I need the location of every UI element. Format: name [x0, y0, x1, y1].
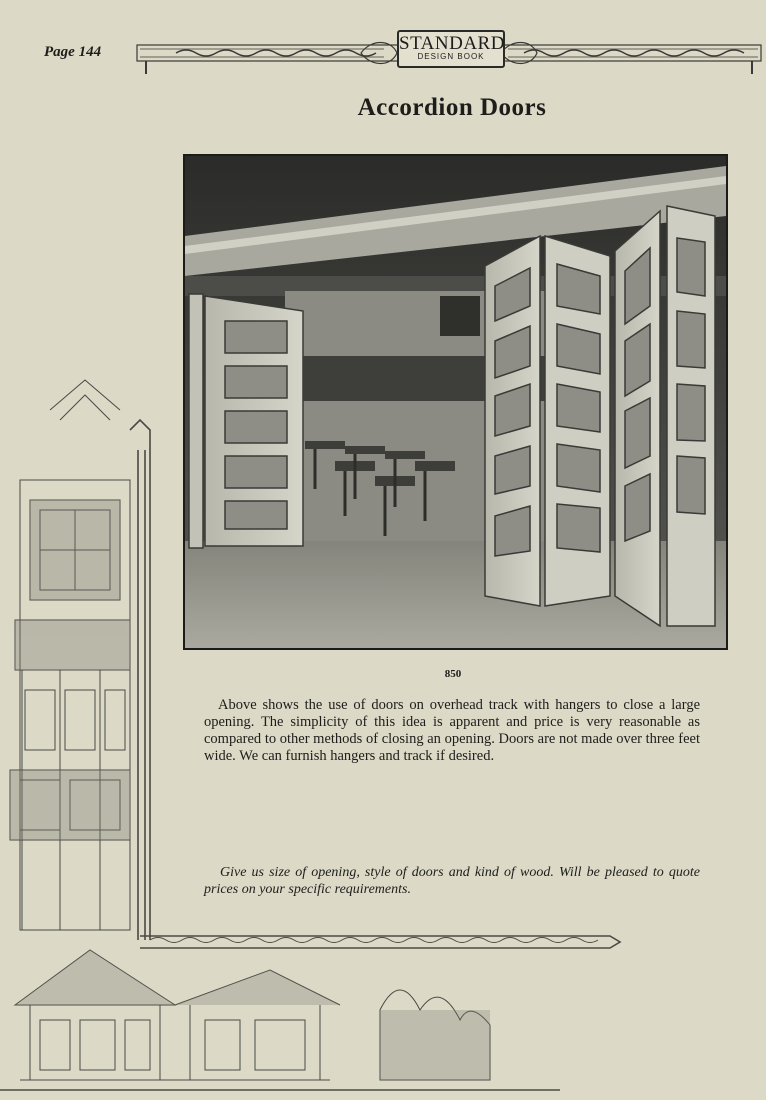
plate-number: 850 — [444, 668, 462, 680]
page-number: Page 144 — [44, 44, 102, 60]
logo-wordmark: STANDARD — [399, 33, 505, 54]
standard-design-book-logo: STANDARD DESIGN BOOK — [397, 30, 505, 68]
description-paragraph: Above shows the use of doors on overhead… — [204, 697, 700, 764]
left-house-illustration — [9, 379, 151, 940]
page-title: Accordion Doors — [357, 94, 547, 121]
bottom-house-illustration — [0, 935, 622, 1091]
photo-illustration — [185, 156, 726, 648]
logo-subtitle: DESIGN BOOK — [417, 52, 485, 61]
accordion-doors-photo — [183, 154, 728, 650]
closing-paragraph: Give us size of opening, style of doors … — [204, 865, 700, 897]
